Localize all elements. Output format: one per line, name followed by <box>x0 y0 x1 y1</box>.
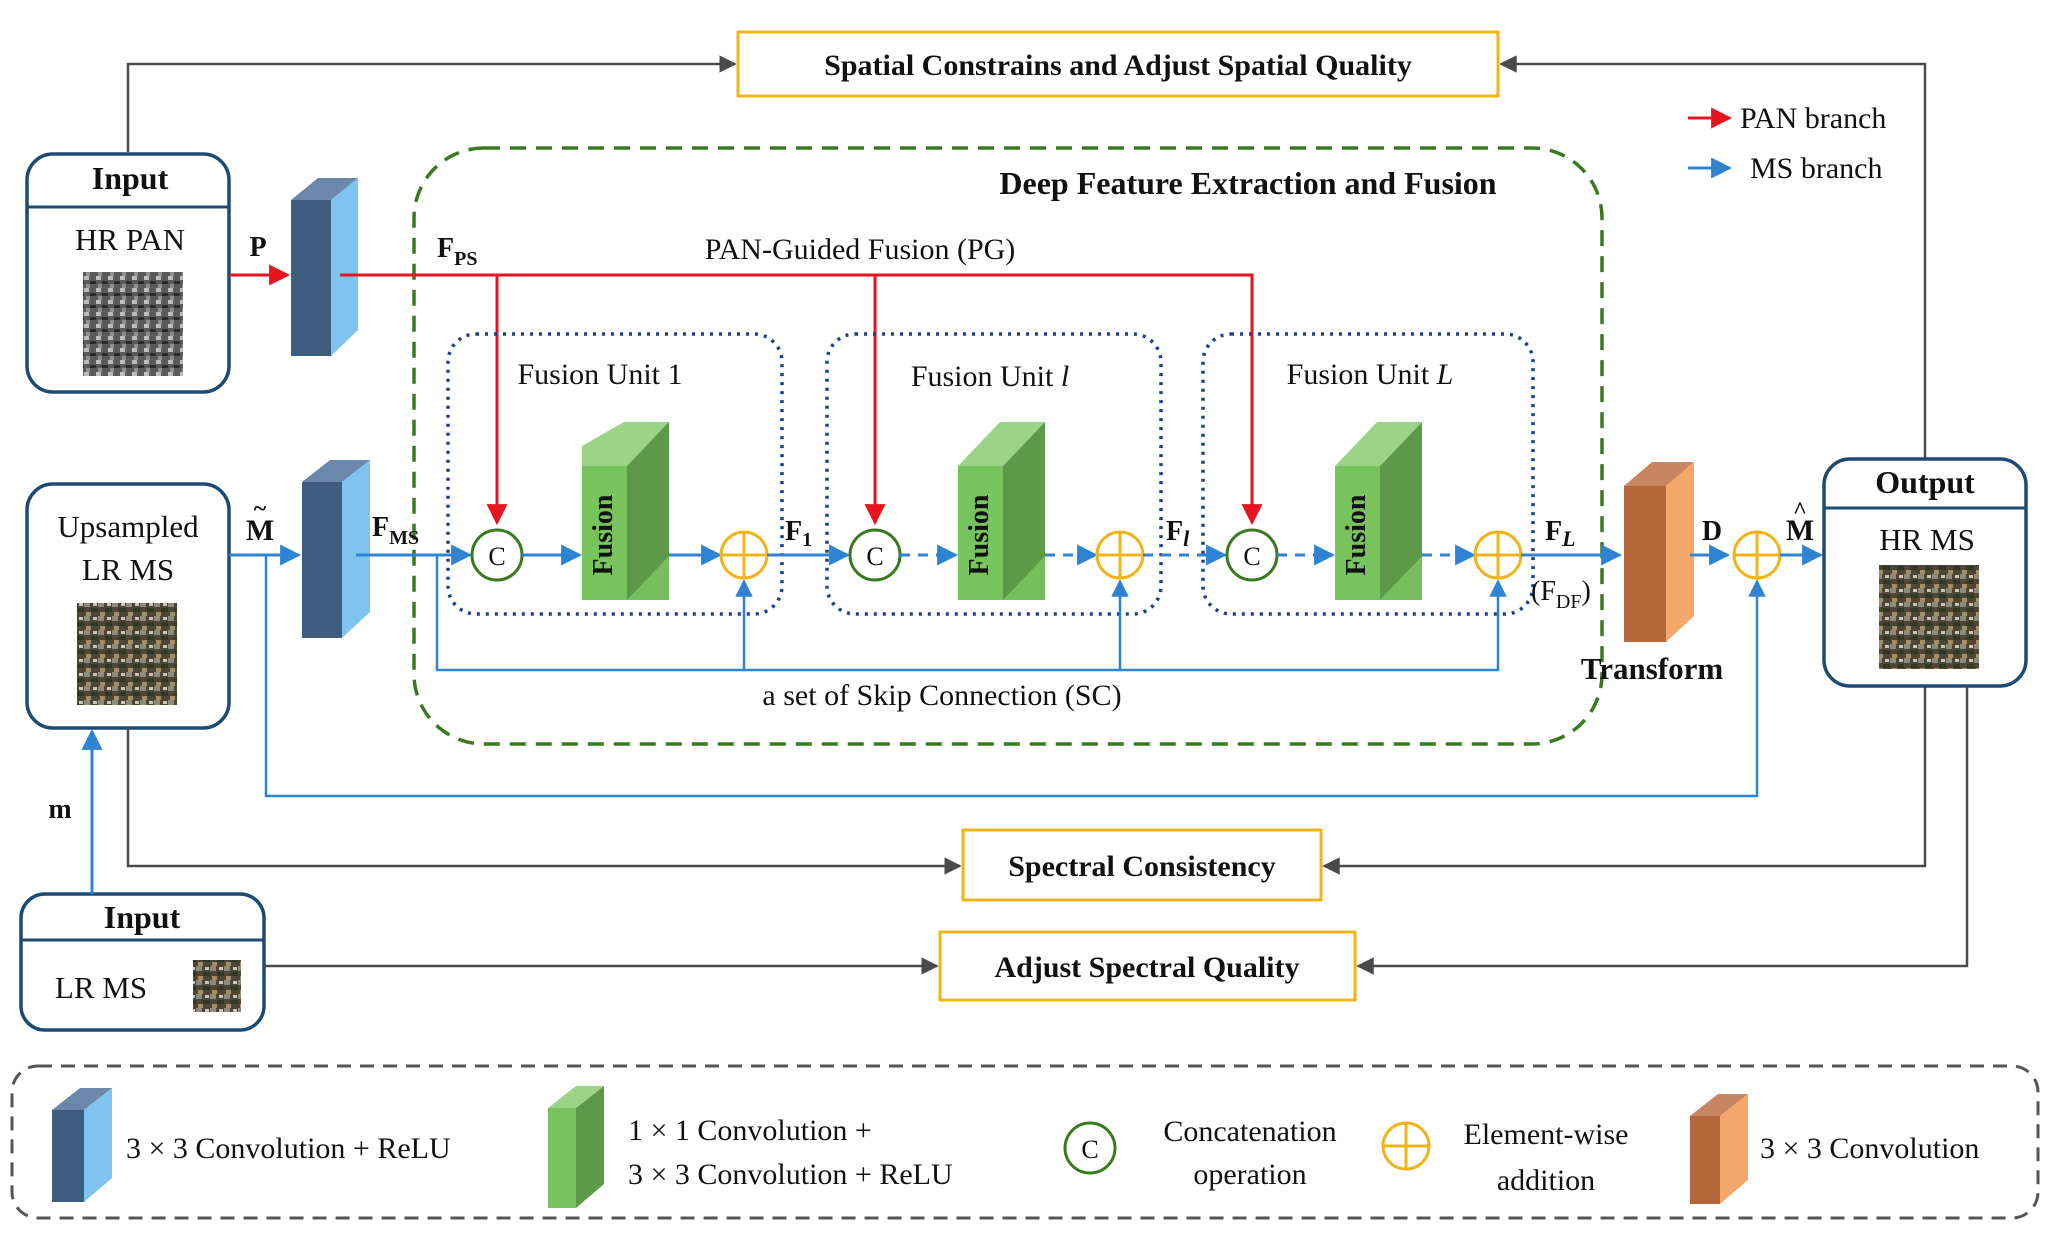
deep-feature-title: Deep Feature Extraction and Fusion <box>999 165 1496 201</box>
legend-concat-line2: operation <box>1193 1158 1306 1191</box>
m-tilde-label: M <box>246 514 274 547</box>
ms-conv-block <box>302 460 370 638</box>
p-label: P <box>249 232 266 263</box>
sc-label: a set of Skip Connection (SC) <box>762 679 1121 712</box>
d-label: D <box>1702 516 1722 547</box>
adjust-spectral-box: Adjust Spectral Quality <box>938 930 1357 1002</box>
input-pan-header: Input <box>92 160 169 196</box>
output-to-adjust-arrow <box>1356 686 1969 975</box>
pan-to-spatial-arrow <box>126 55 737 152</box>
global-residual <box>264 555 1766 798</box>
hr-pan-image <box>83 272 183 376</box>
f-ps-label: FPS <box>437 233 477 270</box>
m-hat-accent: ^ <box>1793 498 1807 524</box>
spatial-constraints-box: Spatial Constrains and Adjust Spatial Qu… <box>736 30 1500 98</box>
upsampled-ms-image <box>77 603 177 705</box>
input-hr-pan-box: Input HR PAN <box>25 152 231 394</box>
fusion-unit-l-box <box>825 332 1163 616</box>
fusion-block-L: Fusion <box>1335 422 1422 600</box>
legend-fusion-line1: 1 × 1 Convolution + <box>628 1114 872 1147</box>
f1-label: F1 <box>785 516 812 551</box>
fusion-block-l: Fusion <box>958 422 1045 600</box>
pan-branch-label: PAN branch <box>1740 102 1886 135</box>
f-df-label: (FDF) <box>1531 576 1591 613</box>
legend-concat: C Concatenation operation <box>1063 1115 1337 1191</box>
pan-conv-block <box>291 178 358 356</box>
f-ms-label: FMS <box>372 512 419 549</box>
output-to-spectral-arrow <box>1322 686 1927 875</box>
fusion-unit-L-box <box>1201 332 1535 616</box>
transform-label: Transform <box>1581 651 1724 686</box>
upsampled-label-line2: LR MS <box>82 552 174 587</box>
legend-frame <box>10 1064 2040 1220</box>
output-label: HR MS <box>1879 522 1975 557</box>
fusion-unit-L-title: Fusion Unit L <box>1287 358 1454 391</box>
legend-conv: 3 × 3 Convolution <box>1690 1094 1979 1204</box>
legend-conv-relu: 3 × 3 Convolution + ReLU <box>52 1088 451 1202</box>
m-hat-label: M <box>1786 514 1814 547</box>
legend-conv-relu-label: 3 × 3 Convolution + ReLU <box>126 1132 451 1165</box>
concat-symbol-l: C <box>866 542 883 571</box>
transform-block <box>1624 462 1694 642</box>
fusion-block-1: Fusion <box>582 422 669 600</box>
skip-to-add-L <box>435 555 1507 672</box>
pg-label: PAN-Guided Fusion (PG) <box>705 233 1016 266</box>
spatial-constraints-label: Spatial Constrains and Adjust Spatial Qu… <box>824 49 1412 82</box>
fl-label: Fl <box>1166 516 1190 551</box>
ms-branch-label: MS branch <box>1750 152 1882 185</box>
spectral-consistency-label: Spectral Consistency <box>1008 850 1275 883</box>
output-to-spatial-arrow <box>1499 55 1927 460</box>
legend-fusion-line2: 3 × 3 Convolution + ReLU <box>628 1158 953 1191</box>
ms-to-spectral-arrow <box>126 728 962 875</box>
fusion-unit-l-title: Fusion Unit l <box>911 360 1069 393</box>
fusion-unit-1-box <box>446 332 784 616</box>
spectral-consistency-box: Spectral Consistency <box>961 828 1323 902</box>
input-lr-header: Input <box>104 899 181 935</box>
upsampled-label-line1: Upsampled <box>57 509 199 544</box>
fL-label: FL <box>1545 516 1576 551</box>
input-pan-label: HR PAN <box>75 222 185 257</box>
hr-ms-image <box>1879 565 1979 669</box>
fusion-block-L-label: Fusion <box>1341 494 1372 575</box>
upsampled-lr-ms-box: Upsampled LR MS <box>25 482 231 730</box>
m-label: m <box>48 794 71 825</box>
fusion-unit-1-title: Fusion Unit 1 <box>517 358 682 391</box>
fusion-block-1-label: Fusion <box>588 494 619 575</box>
input-lr-label: LR MS <box>55 970 147 1005</box>
pg-line-unit-L <box>340 273 1263 526</box>
deep-feature-region <box>412 146 1604 746</box>
concat-symbol-1: C <box>488 542 505 571</box>
legend-concat-line1: Concatenation <box>1163 1115 1336 1148</box>
m-tilde-accent: ~ <box>254 496 267 522</box>
output-header: Output <box>1875 464 1975 500</box>
legend-add-line1: Element-wise <box>1464 1118 1629 1151</box>
legend-add-line2: addition <box>1497 1164 1595 1197</box>
concat-symbol-L: C <box>1243 542 1260 571</box>
legend-fusion: 1 × 1 Convolution + 3 × 3 Convolution + … <box>548 1086 953 1208</box>
adjust-spectral-label: Adjust Spectral Quality <box>994 951 1299 984</box>
input-lr-ms-box: Input LR MS <box>19 892 266 1032</box>
legend-add: Element-wise addition <box>1381 1118 1629 1197</box>
legend-concat-symbol: C <box>1081 1135 1098 1164</box>
output-hr-ms-box: Output HR MS <box>1822 457 2028 688</box>
branch-legend: PAN branch MS branch <box>1688 102 1886 185</box>
lr-ms-image <box>193 960 241 1012</box>
fusion-block-l-label: Fusion <box>964 494 995 575</box>
legend-conv-label: 3 × 3 Convolution <box>1760 1132 1979 1165</box>
